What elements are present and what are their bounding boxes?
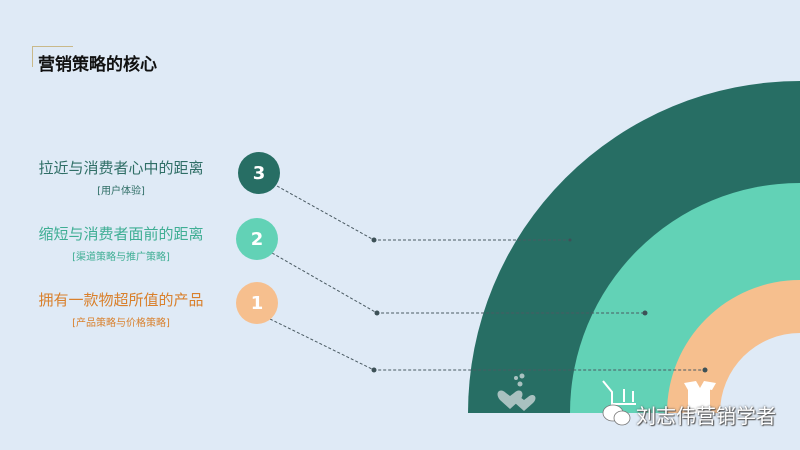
core-item-1: 拥有一款物超所值的产品 [产品策略与价格策略]	[16, 289, 226, 329]
title-bracket	[32, 46, 73, 67]
watermark-text: 刘志伟营销学者	[636, 404, 776, 428]
number-badge-2: 2	[236, 218, 278, 260]
item-main-text: 拥有一款物超所值的产品	[38, 291, 204, 309]
number-badge-3: 3	[238, 152, 280, 194]
core-item-2: 缩短与消费者面前的距离 [渠道策略与推广策略]	[16, 223, 226, 263]
item-sub-text: [渠道策略与推广策略]	[72, 252, 170, 263]
arc-inner	[720, 333, 800, 413]
shopping-cart-icon	[602, 380, 636, 405]
open-box-icon	[684, 381, 716, 413]
hearts-icon	[497, 373, 536, 411]
core-item-3: 拉近与消费者心中的距离 [用户体验]	[16, 157, 226, 197]
watermark: 刘志伟营销学者	[602, 400, 776, 429]
page-title: 营销策略的核心	[38, 55, 157, 75]
wechat-icon	[602, 404, 631, 425]
number-badge-1: 1	[236, 282, 278, 324]
item-main-text: 拉近与消费者心中的距离	[38, 159, 204, 177]
item-main-text: 缩短与消费者面前的距离	[38, 225, 204, 243]
item-sub-text: [产品策略与价格策略]	[72, 318, 170, 329]
item-sub-text: [用户体验]	[97, 186, 145, 197]
